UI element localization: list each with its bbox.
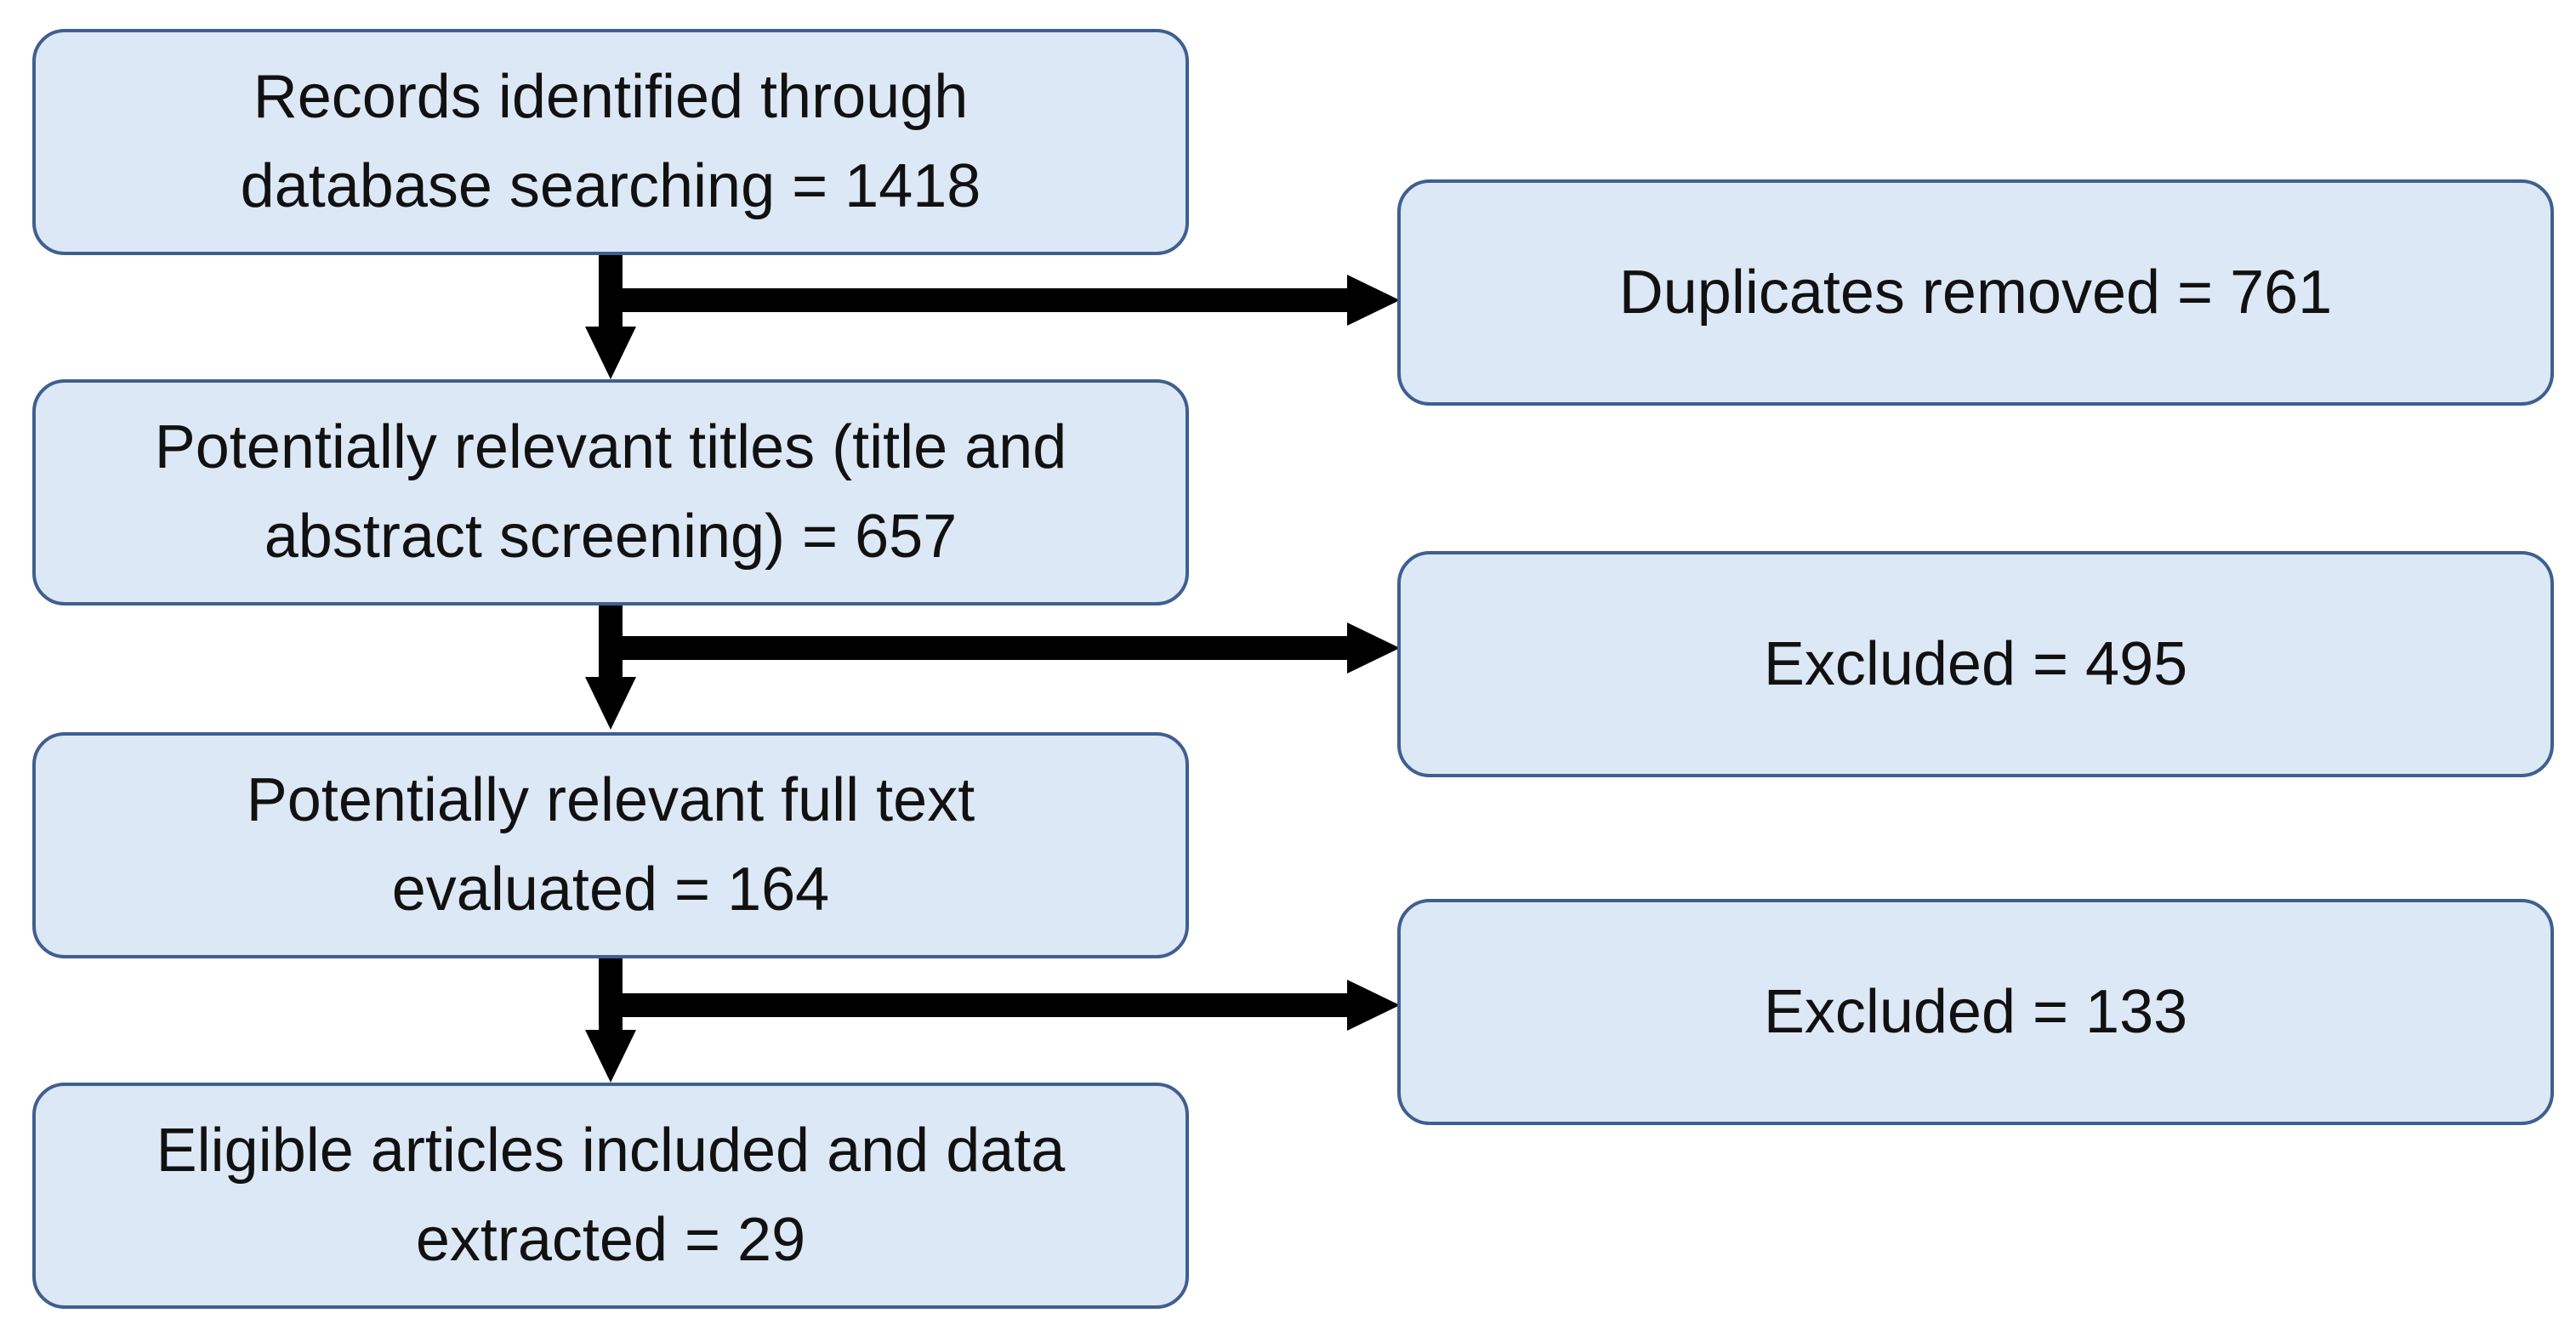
eligible-articles-box: Eligible articles included and data extr…: [32, 1083, 1189, 1309]
down-arrow-1: [585, 255, 636, 379]
full-text-box: Potentially relevant full text evaluated…: [32, 732, 1189, 958]
relevant-titles-box: Potentially relevant titles (title and a…: [32, 379, 1189, 605]
excluded-titles-box: Excluded = 495: [1397, 551, 2554, 777]
excluded-full-text-box: Excluded = 133: [1397, 899, 2554, 1125]
full-text-label: Potentially relevant full text evaluated…: [246, 766, 975, 924]
right-arrow-2: [611, 623, 1400, 674]
right-arrow-1: [611, 275, 1400, 326]
right-arrow-3: [611, 980, 1400, 1031]
excluded-titles-label: Excluded = 495: [1763, 629, 2188, 698]
eligible-articles-label: Eligible articles included and data extr…: [156, 1117, 1066, 1274]
duplicates-removed-label: Duplicates removed = 761: [1618, 258, 2333, 327]
records-identified-box: Records identified through database sear…: [32, 29, 1189, 255]
duplicates-removed-box: Duplicates removed = 761: [1397, 179, 2554, 406]
down-arrow-2: [585, 605, 636, 730]
relevant-titles-label: Potentially relevant titles (title and a…: [154, 413, 1067, 571]
excluded-full-text-label: Excluded = 133: [1763, 977, 2188, 1046]
records-identified-label: Records identified through database sear…: [240, 63, 981, 220]
down-arrow-3: [585, 958, 636, 1083]
